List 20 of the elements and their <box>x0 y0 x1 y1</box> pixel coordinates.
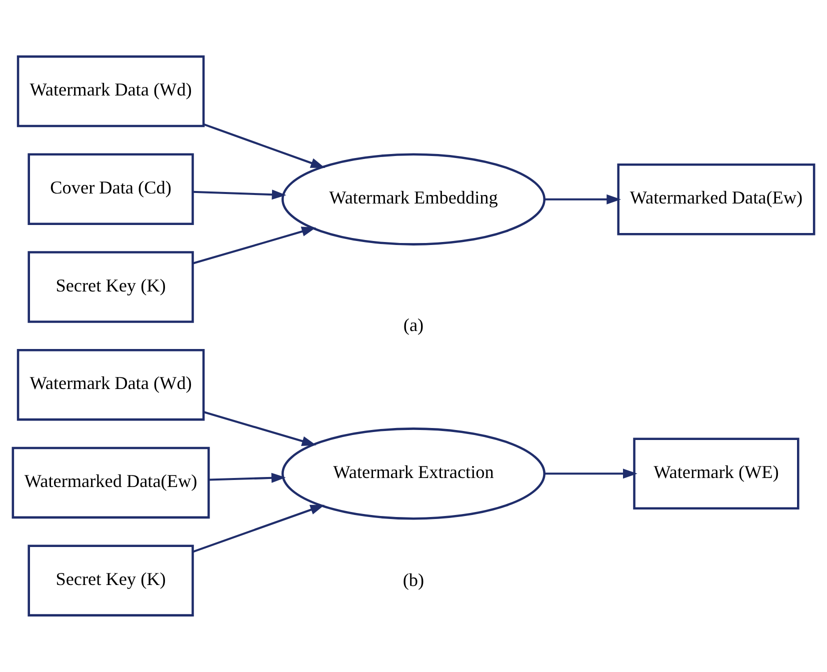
arrow <box>203 410 316 446</box>
node-box: Watermarked Data(Ew) <box>617 163 816 235</box>
arrow <box>192 226 316 264</box>
node-box: Watermarked Data(Ew) <box>12 446 210 518</box>
node-box: Watermark Data (Wd) <box>16 54 205 127</box>
arrow <box>544 194 622 204</box>
label: (a) <box>403 314 424 335</box>
node-ellipse: Watermark Embedding <box>282 152 546 245</box>
node-box: Secret Key (K) <box>28 250 194 322</box>
arrow <box>209 472 286 482</box>
label: (b) <box>402 570 424 590</box>
node-ellipse: Watermark Extraction <box>282 427 546 520</box>
node-box: Watermark (WE) <box>633 437 800 509</box>
arrow <box>203 122 326 168</box>
arrow <box>544 468 638 478</box>
arrow <box>192 189 286 200</box>
arrow <box>192 504 325 552</box>
node-box: Watermark Data (Wd) <box>16 348 205 420</box>
node-box: Secret Key (K) <box>28 544 194 616</box>
node-box: Cover Data (Cd) <box>28 152 194 224</box>
